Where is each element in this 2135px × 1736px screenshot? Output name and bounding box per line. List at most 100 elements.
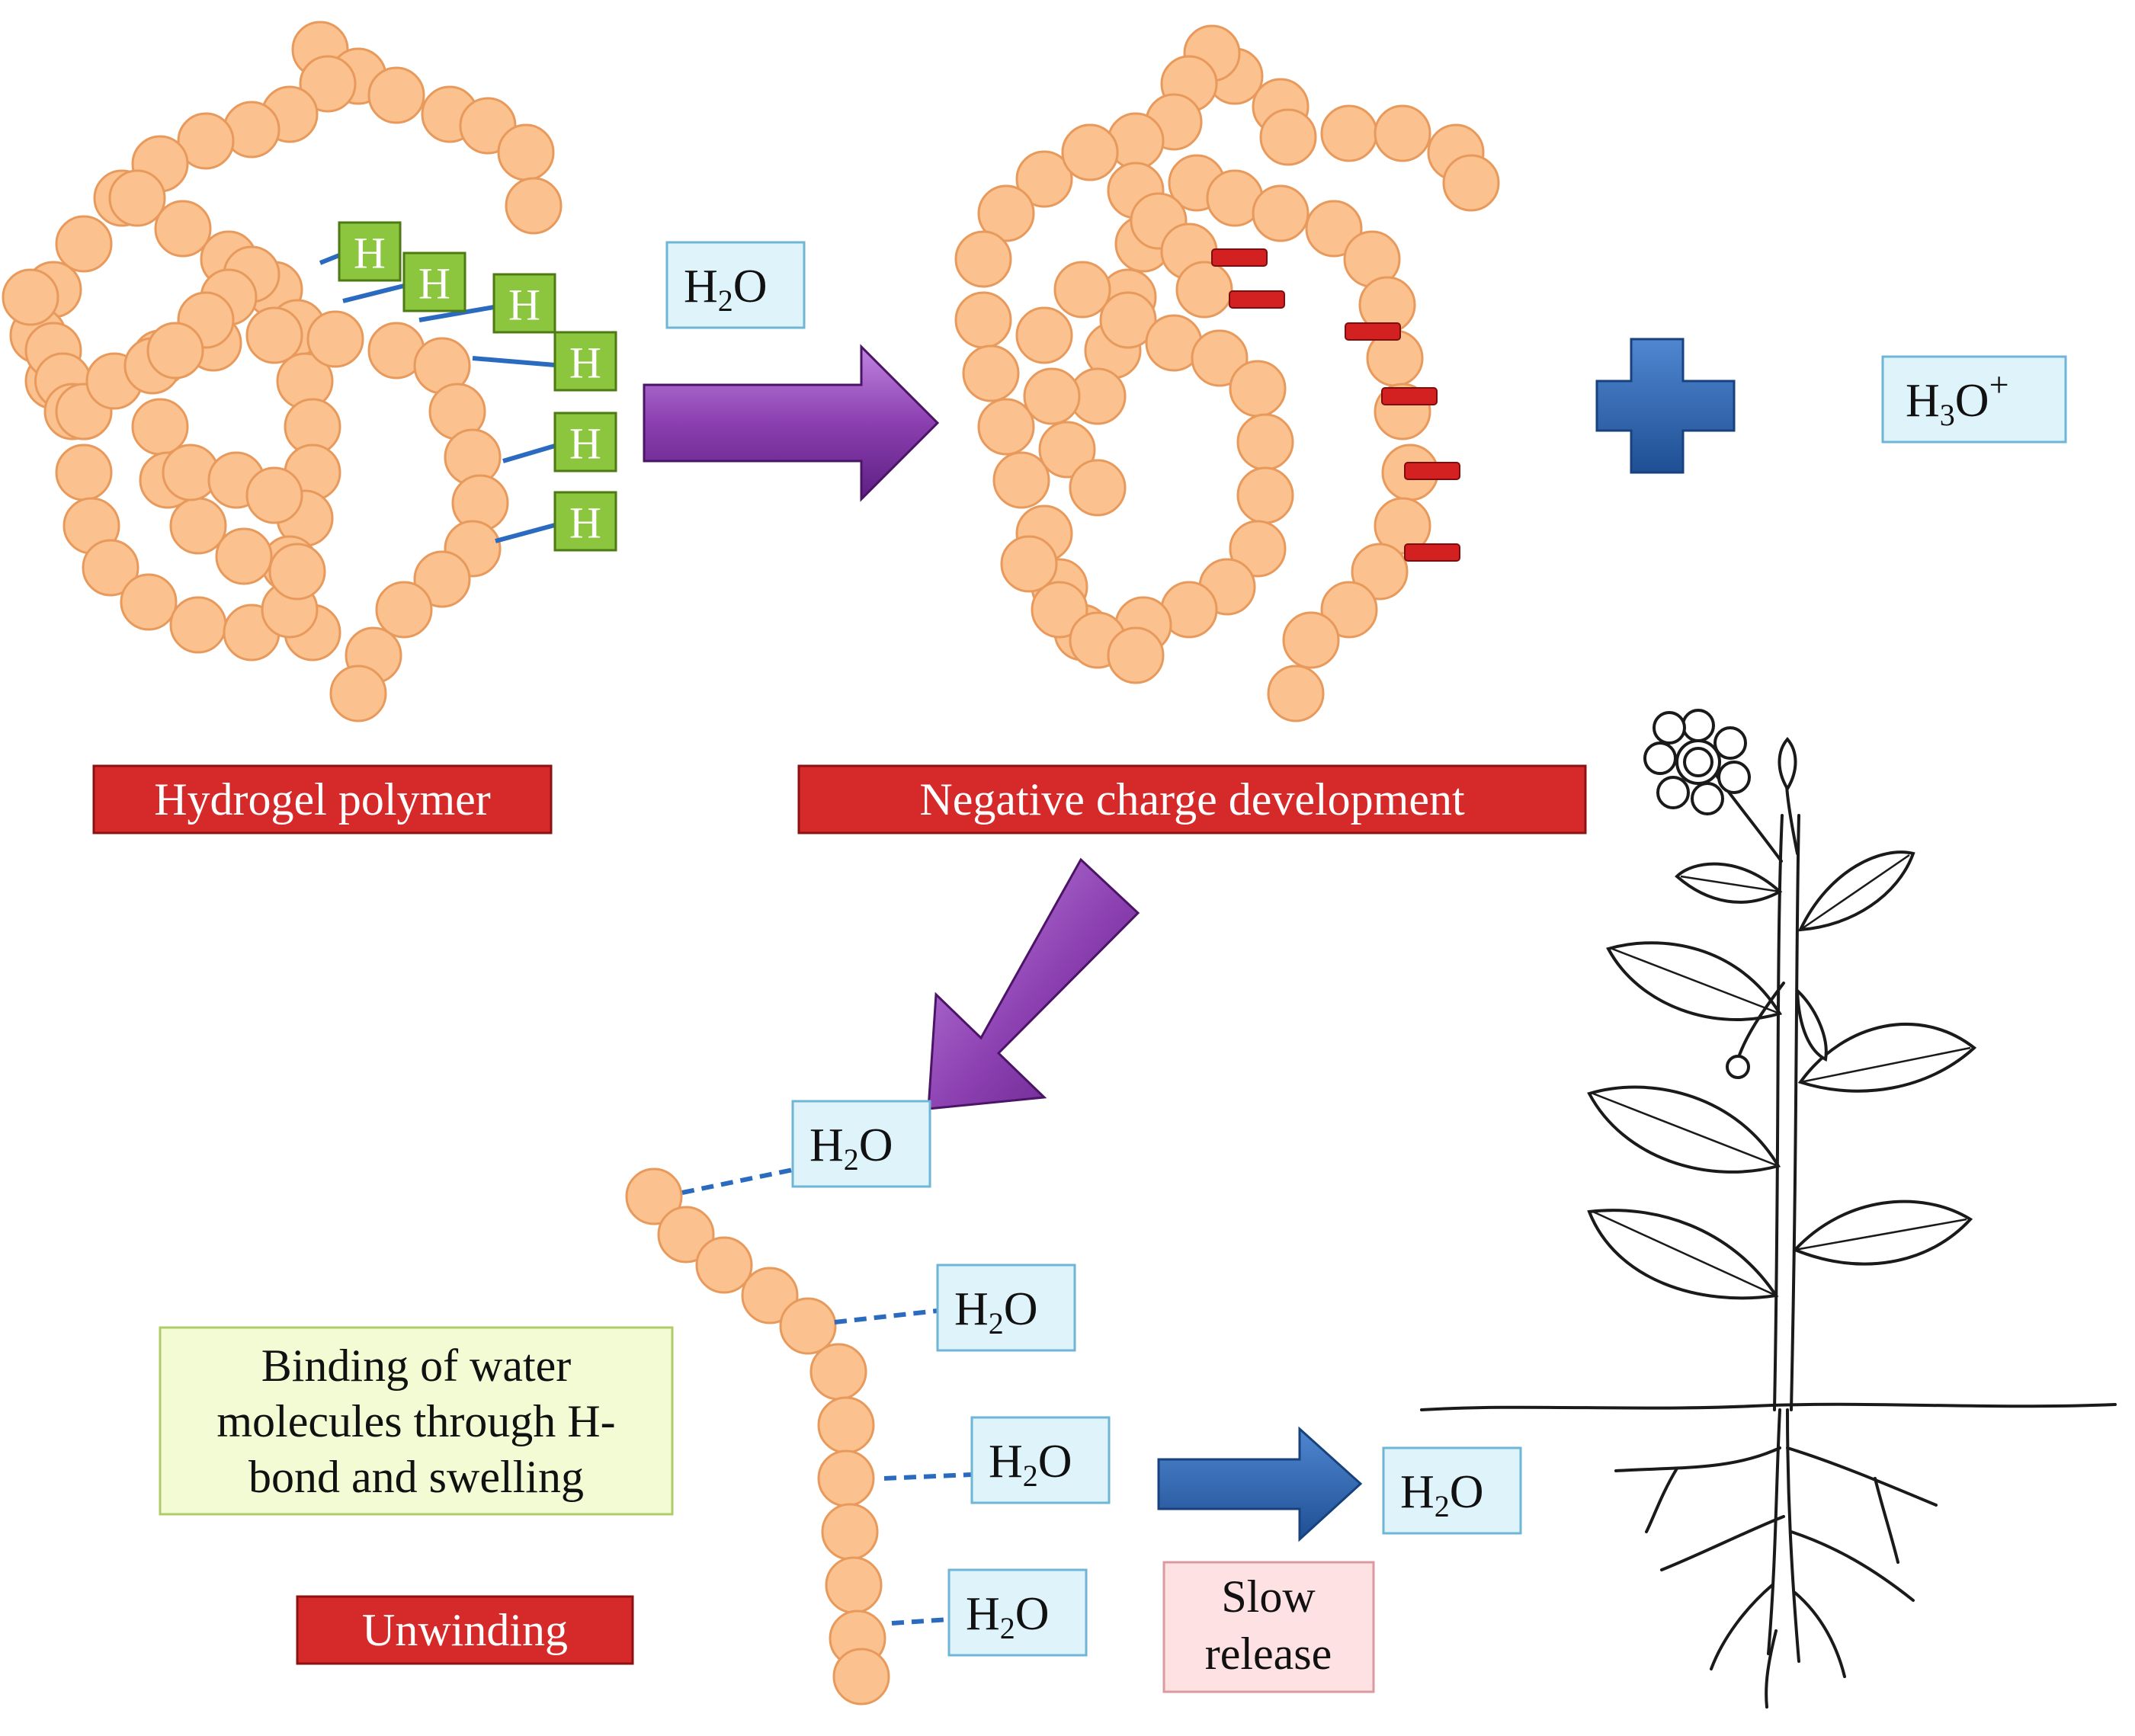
polymer-bead [497, 123, 555, 181]
polymer-bead [1374, 497, 1431, 555]
polymer-bead [1282, 611, 1340, 669]
polymer-bead [1000, 535, 1058, 593]
binding-line-1: Binding of water [261, 1340, 572, 1391]
polymer-bead [1229, 520, 1287, 578]
water-tail: O [1038, 1436, 1072, 1488]
polymer-bead [817, 1449, 875, 1507]
water-base: H [966, 1588, 1000, 1640]
negative-charge-icon [1211, 248, 1268, 267]
hydrogel-polymer-label: Hydrogel polymer [92, 764, 553, 834]
water-tail: O [859, 1119, 893, 1171]
water-subscript: 2 [1000, 1611, 1015, 1645]
polymer-bead [625, 1167, 683, 1225]
water-subscript: 2 [844, 1142, 859, 1177]
water-subscript: 2 [718, 283, 733, 318]
hydrogel-polymer-coil [2, 21, 563, 722]
polymer-bead [245, 306, 303, 364]
polymer-bead [1259, 108, 1317, 166]
hydrogen-atom-box: H [553, 331, 617, 392]
water-base: H [954, 1283, 989, 1335]
polymer-bead [821, 1503, 879, 1561]
polymer-bead [2, 268, 59, 326]
polymer-bead [1175, 261, 1233, 319]
svg-text:H2O: H2O [989, 1436, 1072, 1493]
hydrogen-atom-box: H [553, 491, 617, 552]
release-arrow [1157, 1426, 1363, 1542]
polymer-bead [1053, 261, 1111, 319]
hydrogen-bond-line [502, 444, 556, 463]
binding-description-box: Binding of water molecules through H- bo… [159, 1326, 674, 1516]
polymer-bead [695, 1236, 753, 1294]
hydrogen-atom-box: H [338, 221, 402, 282]
polymer-bead [1038, 421, 1096, 479]
polymer-bead [1229, 360, 1287, 418]
polymer-bead [1320, 104, 1378, 162]
hydrogen-atom-label: H [354, 229, 386, 278]
unwinding-label-text: Unwinding [362, 1605, 568, 1655]
polymer-bead [505, 177, 563, 235]
polymer-bead [169, 497, 227, 555]
water-molecule-top: H2O [665, 241, 806, 329]
water-subscript: 2 [1023, 1459, 1038, 1493]
polymer-bead [245, 466, 303, 524]
polymer-bead [413, 550, 471, 608]
polymer-bead [1252, 184, 1310, 242]
berry-icon [1726, 1055, 1750, 1079]
polymer-bead [1061, 123, 1119, 181]
slow-release-line-1: Slow [1221, 1571, 1316, 1622]
polymer-bead [268, 543, 326, 601]
hanging-flower-icon [1795, 987, 1828, 1062]
polymer-bead [817, 1396, 875, 1454]
polymer-bead [82, 539, 139, 597]
slow-release-box: Slow release [1162, 1561, 1375, 1693]
polymer-bead [1191, 329, 1249, 387]
polymer-bead [1374, 104, 1431, 162]
charged-polymer-coil [954, 24, 1500, 722]
water-tail: O [733, 261, 768, 312]
polymer-bead [215, 527, 273, 585]
water-base: H [1400, 1466, 1435, 1518]
bud-icon [1778, 736, 1797, 792]
hydrogen-atom-label: H [508, 280, 540, 330]
negative-charge-label: Negative charge development [797, 764, 1587, 834]
polymer-bead [954, 230, 1012, 288]
hydronium-base: H [1906, 375, 1940, 427]
polymer-bead [177, 112, 235, 170]
hydrogen-bond-line [472, 356, 556, 367]
hydrogen-atom-label: H [569, 419, 601, 469]
polymer-bead [375, 581, 433, 639]
polymer-bead [809, 1343, 867, 1401]
water-subscript: 2 [989, 1306, 1004, 1340]
negative-charge-icon [1404, 462, 1460, 480]
hydrogen-atom-box: H [553, 412, 617, 472]
leaf-icon [1792, 1200, 1973, 1266]
polymer-bead [1107, 626, 1165, 684]
svg-text:H2O: H2O [954, 1283, 1038, 1340]
unwinding-label: Unwinding [296, 1595, 634, 1665]
water-bond-3 [883, 1472, 973, 1481]
water-tail: O [1015, 1588, 1050, 1640]
polymer-bead [1236, 466, 1294, 524]
water-molecule-bound-2: H2O [936, 1264, 1076, 1352]
water-base: H [809, 1119, 844, 1171]
polymer-bead [954, 291, 1012, 349]
plant-illustration [1420, 709, 2117, 1709]
plus-icon [1595, 338, 1736, 474]
diagonal-down-arrow [927, 857, 1140, 1110]
polymer-bead [962, 344, 1020, 402]
svg-text:H2O: H2O [966, 1588, 1050, 1645]
water-base: H [684, 261, 718, 312]
svg-text:H2O: H2O [684, 261, 768, 318]
polymer-bead [329, 665, 387, 722]
water-subscript: 2 [1435, 1489, 1450, 1523]
negative-charge-icon [1381, 387, 1438, 405]
polymer-bead [1015, 150, 1073, 208]
polymer-bead [1069, 459, 1127, 517]
hydrogen-atom-label: H [569, 338, 601, 388]
binding-line-3: bond and swelling [248, 1452, 584, 1502]
hydronium-superscript: + [1989, 365, 2009, 404]
negative-charges [1211, 248, 1460, 562]
leaf-icon [1675, 862, 1783, 904]
polymer-bead [1023, 367, 1081, 425]
